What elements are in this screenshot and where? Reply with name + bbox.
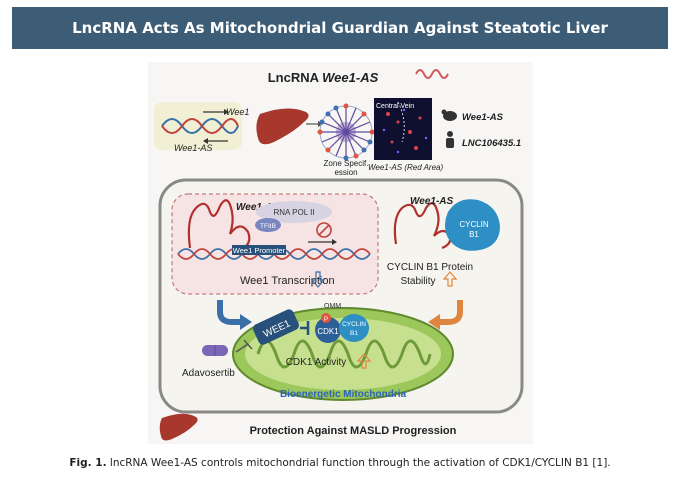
human-icon bbox=[446, 131, 454, 148]
promoter-label: Wee1 Promoter bbox=[233, 246, 286, 255]
mito-cyclin-label: CYCLIN bbox=[342, 321, 366, 328]
liver-icon bbox=[256, 108, 309, 145]
tfiib-label: TFIIB bbox=[260, 223, 276, 230]
rna-pol-label: RNA POL II bbox=[273, 208, 314, 217]
left-lnc-label: Wee1-AS bbox=[236, 202, 279, 213]
mito-cyclin-b1 bbox=[339, 314, 369, 342]
mouse-gene-label: Wee1-AS bbox=[462, 112, 504, 123]
cyclin-b1-protein bbox=[445, 199, 500, 251]
phospho-label: P bbox=[324, 316, 328, 323]
strand-wee1-label: Wee1 bbox=[226, 107, 249, 117]
cdk1-activity-label: CDK1 Activity bbox=[286, 357, 347, 368]
mito-b1-label: B1 bbox=[350, 330, 358, 337]
human-gene-label: LNC106435.1 bbox=[462, 138, 521, 149]
transcription-down-arrow-icon bbox=[310, 271, 326, 288]
rna-pol-ii bbox=[256, 201, 332, 223]
right-lnc-label: Wee1-AS bbox=[410, 196, 453, 207]
dna-strand-panel: Wee1 Wee1-AS bbox=[154, 102, 249, 153]
lncrna-hairpin-left bbox=[187, 199, 251, 249]
cyclin-label: CYCLIN bbox=[459, 220, 489, 229]
omm-label: OMM bbox=[324, 303, 341, 310]
species-legend: Wee1-AS LNC106435.1 bbox=[441, 109, 521, 149]
mitochondria-label: Bioenergetic Mitochondria bbox=[280, 389, 407, 400]
strand-wee1as-label: Wee1-AS bbox=[174, 143, 212, 153]
cdk1-protein bbox=[315, 317, 341, 343]
cyclin-b1-label: B1 bbox=[469, 230, 479, 239]
lncrna-squiggle-icon bbox=[415, 69, 449, 79]
tfiib bbox=[255, 218, 281, 232]
drug-label: Adavosertib bbox=[182, 368, 235, 379]
banner-title: LncRNA Acts As Mitochondrial Guardian Ag… bbox=[12, 7, 668, 49]
caption-prefix: Fig. 1. bbox=[69, 457, 107, 469]
zonal-label-1: Zone Specif. bbox=[324, 159, 369, 168]
bottom-label: Protection Against MASLD Progression bbox=[250, 425, 457, 437]
nucleus-region bbox=[171, 193, 379, 295]
mouse-icon bbox=[443, 111, 457, 121]
stability-label-1: CYCLIN B1 Protein bbox=[387, 262, 473, 273]
bottom-liver-icon bbox=[159, 413, 198, 441]
microscopy-image: Central Vein Wee1-AS (Red Area) bbox=[368, 98, 443, 172]
left-flow-arrow-icon bbox=[217, 300, 240, 325]
wee1-promoter-box bbox=[232, 245, 286, 255]
caption-text: lncRNA Wee1-AS controls mitochondrial fu… bbox=[106, 457, 611, 469]
graphical-abstract-figure: LncRNA Wee1-AS Wee1 Wee1-AS bbox=[148, 62, 533, 444]
transcription-arrow-icon bbox=[332, 239, 337, 245]
figure-caption: Fig. 1. lncRNA Wee1-AS controls mitochon… bbox=[0, 457, 680, 469]
activity-up-arrow-icon bbox=[356, 353, 372, 369]
transcription-label: Wee1 Transcription bbox=[240, 275, 335, 287]
zonation-cluster-icon: Zone Specif. ession bbox=[317, 103, 375, 177]
stability-label-2: Stability bbox=[400, 276, 435, 287]
phospho-badge bbox=[321, 313, 331, 323]
prohibition-icon bbox=[316, 222, 332, 238]
micro-label: Central Vein bbox=[376, 103, 414, 110]
stability-up-arrow-icon bbox=[442, 271, 458, 287]
figure-title: LncRNA Wee1-AS bbox=[268, 70, 379, 85]
drug-pill-icon bbox=[202, 345, 228, 356]
wee1-protein: WEE1 bbox=[253, 309, 299, 345]
figure-svg: LncRNA Wee1-AS Wee1 Wee1-AS bbox=[148, 62, 533, 444]
micro-caption: Wee1-AS (Red Area) bbox=[368, 163, 443, 172]
zonal-label-2: ession bbox=[334, 168, 357, 177]
right-flow-arrow-icon bbox=[440, 300, 463, 325]
cdk1-label: CDK1 bbox=[317, 327, 339, 336]
